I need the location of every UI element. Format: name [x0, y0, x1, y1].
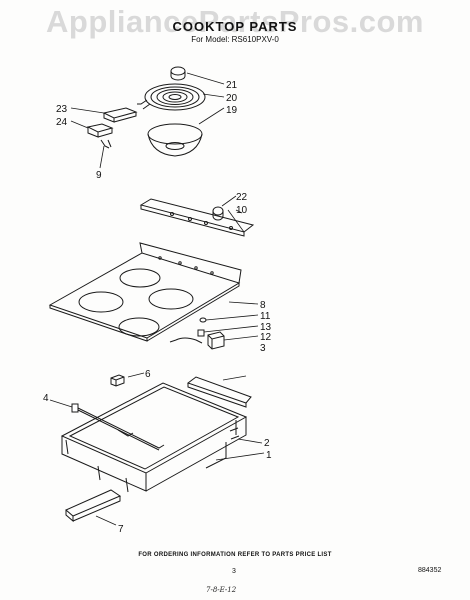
- callout-9: 9: [96, 170, 102, 181]
- control-panel-strip: [139, 198, 255, 233]
- callout-21: 21: [226, 80, 238, 91]
- model-subtitle: For Model: RS610PXV-0: [191, 35, 279, 44]
- callout-1: 1: [266, 450, 272, 461]
- lead-wire: [100, 139, 110, 149]
- callout-12: 12: [260, 332, 272, 343]
- drip-bowl-body: [147, 133, 203, 157]
- bottom-shield: [65, 489, 122, 523]
- element-cap-side: [170, 71, 186, 81]
- element-cap: [170, 66, 186, 76]
- control-panel-assembly: [139, 198, 255, 237]
- burner-opening-front-center: [118, 317, 160, 337]
- leader-lines: [49, 72, 265, 526]
- coil-terminal: [137, 99, 148, 105]
- rear-bracket: [186, 376, 252, 408]
- drip-bowl-rim: [147, 123, 203, 145]
- callout-23: 23: [56, 104, 68, 115]
- receptacle-assembly: [86, 107, 138, 149]
- callout-13: 13: [260, 322, 272, 333]
- page-title: COOKTOP PARTS: [172, 19, 298, 34]
- burner-box: [60, 382, 248, 493]
- ordering-info-note: FOR ORDERING INFORMATION REFER TO PARTS …: [138, 552, 332, 558]
- bottom-panel-tab: [205, 442, 227, 469]
- switch-nut: [199, 317, 207, 323]
- callout-6: 6: [145, 369, 151, 380]
- callout-20: 20: [226, 93, 238, 104]
- mounting-clip: [110, 374, 125, 387]
- page-number: 3: [232, 568, 236, 575]
- coil-outer: [144, 83, 206, 111]
- callout-7: 7: [118, 524, 124, 535]
- cooktop-main-top: [48, 242, 242, 342]
- burner-box-side-wall: [145, 417, 247, 492]
- watermark: AppliancePartsPros.com: [46, 4, 424, 39]
- callout-10: 10: [236, 205, 248, 216]
- callout-3: 3: [260, 343, 266, 354]
- callout-19: 19: [226, 105, 238, 116]
- cooktop-outline: [48, 252, 241, 339]
- callout-labels: 21 20 19 23 24 9 22 10 8 11 13 12 3 6 4 …: [43, 80, 272, 535]
- callout-8: 8: [260, 300, 266, 311]
- burner-box-front-wall: [61, 436, 147, 492]
- document-number: 884352: [418, 567, 442, 574]
- support-rod: [77, 407, 165, 449]
- callout-22: 22: [236, 192, 248, 203]
- switch-spacer: [197, 329, 205, 337]
- callout-4: 4: [43, 393, 49, 404]
- callout-24: 24: [56, 117, 68, 128]
- receptacle-block: [102, 107, 138, 119]
- callout-2: 2: [264, 438, 270, 449]
- callout-11: 11: [260, 311, 271, 322]
- handwritten-note: 7-8-E-12: [206, 586, 237, 594]
- surface-unit-assembly: [137, 66, 206, 157]
- burner-opening-front-right: [148, 288, 194, 310]
- infinite-switch: [207, 331, 225, 350]
- control-knob: [212, 206, 224, 216]
- burner-opening-back-left: [119, 268, 161, 288]
- switch-wire: [175, 337, 203, 344]
- burner-opening-front-left: [78, 291, 124, 313]
- receptacle-bracket: [86, 123, 114, 133]
